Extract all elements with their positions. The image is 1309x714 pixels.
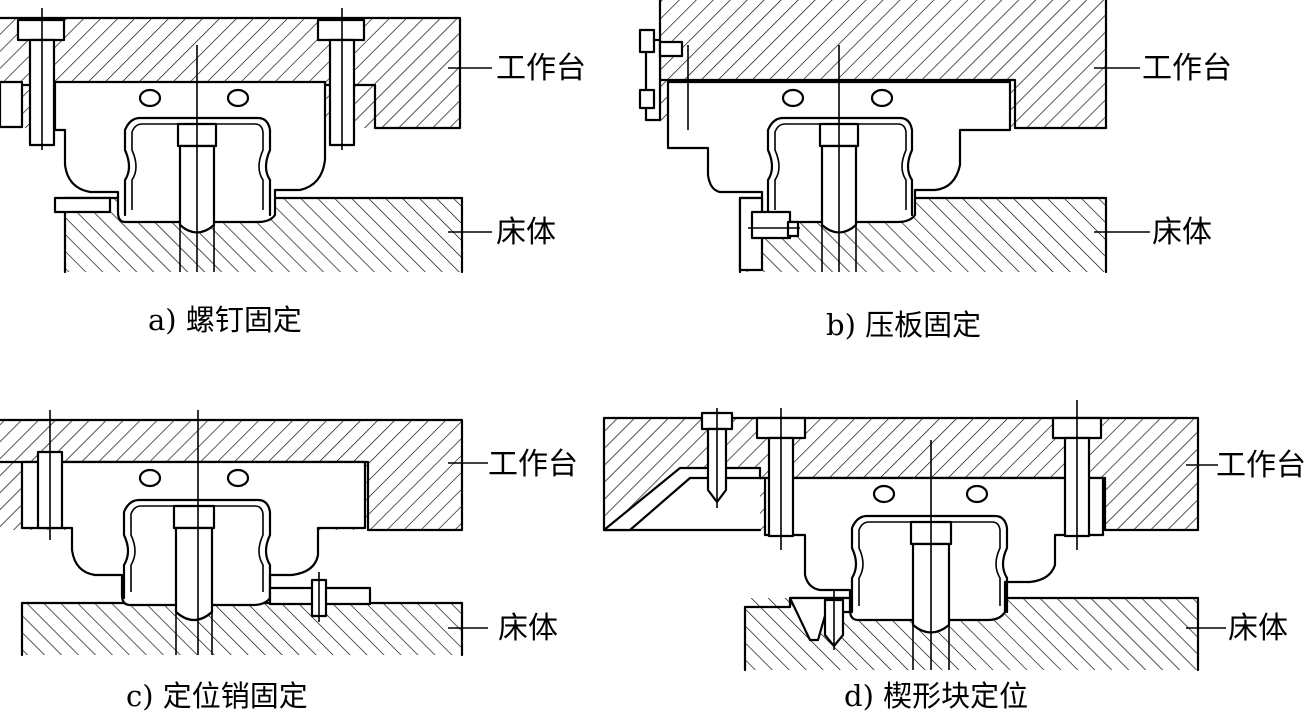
- label-worktable: 工作台: [488, 447, 578, 482]
- caption-b: b) 压板固定: [826, 308, 981, 342]
- bolt-hole-right: [226, 468, 250, 488]
- bolt-hole-right: [226, 88, 250, 108]
- screw-head-right: [316, 18, 366, 42]
- screw-head-left: [16, 18, 66, 42]
- wedge-block: [602, 466, 762, 532]
- pressure-plate-bottom: [738, 196, 800, 272]
- bolt-hole-right: [870, 88, 894, 108]
- bolt-hole-left: [138, 88, 162, 108]
- panel-a: 工作台 床体 a) 螺钉固定: [0, 8, 586, 337]
- bolt-hole-right: [965, 484, 989, 504]
- label-bed: 床体: [1152, 215, 1212, 250]
- label-worktable: 工作台: [1216, 448, 1306, 483]
- bolt-hole-left: [781, 88, 805, 108]
- panel-b: 工作台 床体 b) 压板固定: [638, 0, 1232, 342]
- rail-bolt: [172, 504, 216, 530]
- bolt-hole-left: [872, 484, 896, 504]
- rail-profile: [123, 116, 272, 217]
- caption-d: d) 楔形块定位: [844, 679, 1028, 713]
- rail-profile: [766, 116, 914, 217]
- panel-c: 工作台 床体 c) 定位销固定: [0, 410, 578, 713]
- label-worktable: 工作台: [1142, 51, 1232, 86]
- label-bed: 床体: [496, 215, 556, 250]
- bed-section: [22, 603, 462, 655]
- panel-d: 工作台 床体 d) 楔形块定位: [602, 400, 1306, 713]
- caption-a: a) 螺钉固定: [148, 303, 302, 337]
- pressure-plate-top: [638, 28, 689, 130]
- label-bed: 床体: [498, 611, 558, 646]
- caption-c: c) 定位销固定: [126, 679, 308, 713]
- label-worktable: 工作台: [496, 51, 586, 86]
- side-screw: [53, 196, 112, 214]
- bolt-hole-left: [138, 468, 162, 488]
- label-bed: 床体: [1228, 611, 1288, 646]
